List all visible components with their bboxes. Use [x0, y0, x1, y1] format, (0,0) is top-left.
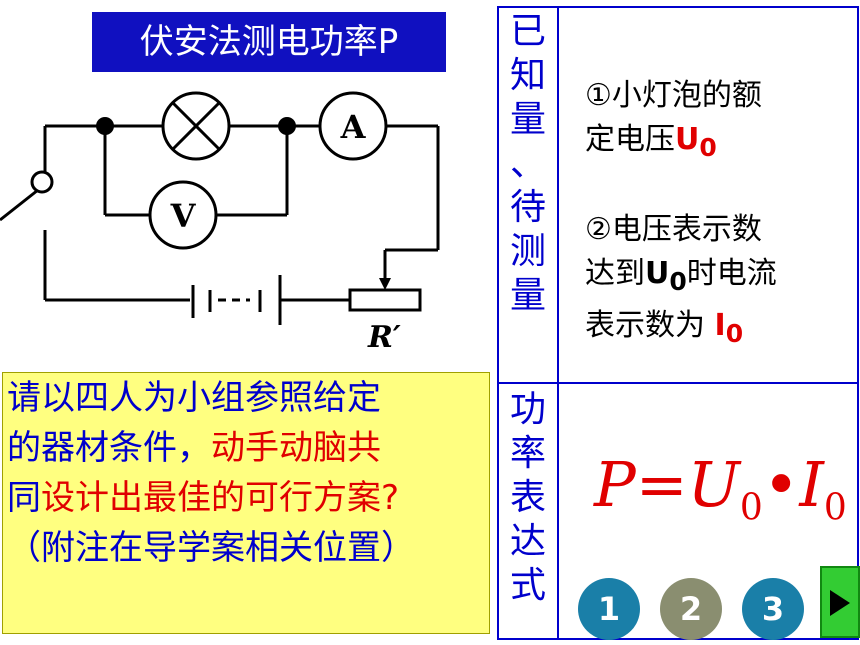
header-power-expression: 功率表 达式	[509, 389, 546, 606]
play-icon	[830, 590, 850, 616]
known-quantities: ①小灯泡的额 定电压U0 ②电压表示数 达到U0时电流 表示数为 I0	[585, 78, 777, 348]
header-known-measured: 已知量 、待测 量	[509, 11, 546, 316]
voltmeter-label: V	[170, 197, 197, 235]
nav-button-1[interactable]: 1	[578, 578, 640, 640]
slide-title: 伏安法测电功率P	[92, 12, 446, 72]
circuit-diagram: A V R′	[0, 91, 440, 355]
ammeter-label: A	[340, 108, 367, 146]
nav-button-2[interactable]: 2	[660, 578, 722, 640]
row-divider	[499, 382, 857, 384]
note-line-1: 请以四人为小组参照给定	[7, 378, 381, 418]
note-line-2: 的器材条件，动手动脑共	[7, 428, 381, 468]
next-slide-button[interactable]	[820, 566, 860, 638]
note-line-4: （附注在导学案相关位置）	[7, 528, 415, 568]
nav-button-3[interactable]: 3	[742, 578, 804, 640]
power-formula: P=U0•I0	[594, 448, 847, 529]
info-table: 已知量 、待测 量 功率表 达式 ①小灯泡的额 定电压U0 ②电压表示数 达到U…	[497, 6, 859, 640]
rheostat-label: R′	[367, 320, 401, 355]
note-line-3: 同设计出最佳的可行方案?	[7, 478, 400, 518]
header-column	[499, 8, 559, 638]
task-note: 请以四人为小组参照给定 的器材条件，动手动脑共 同设计出最佳的可行方案? （附注…	[2, 372, 490, 634]
